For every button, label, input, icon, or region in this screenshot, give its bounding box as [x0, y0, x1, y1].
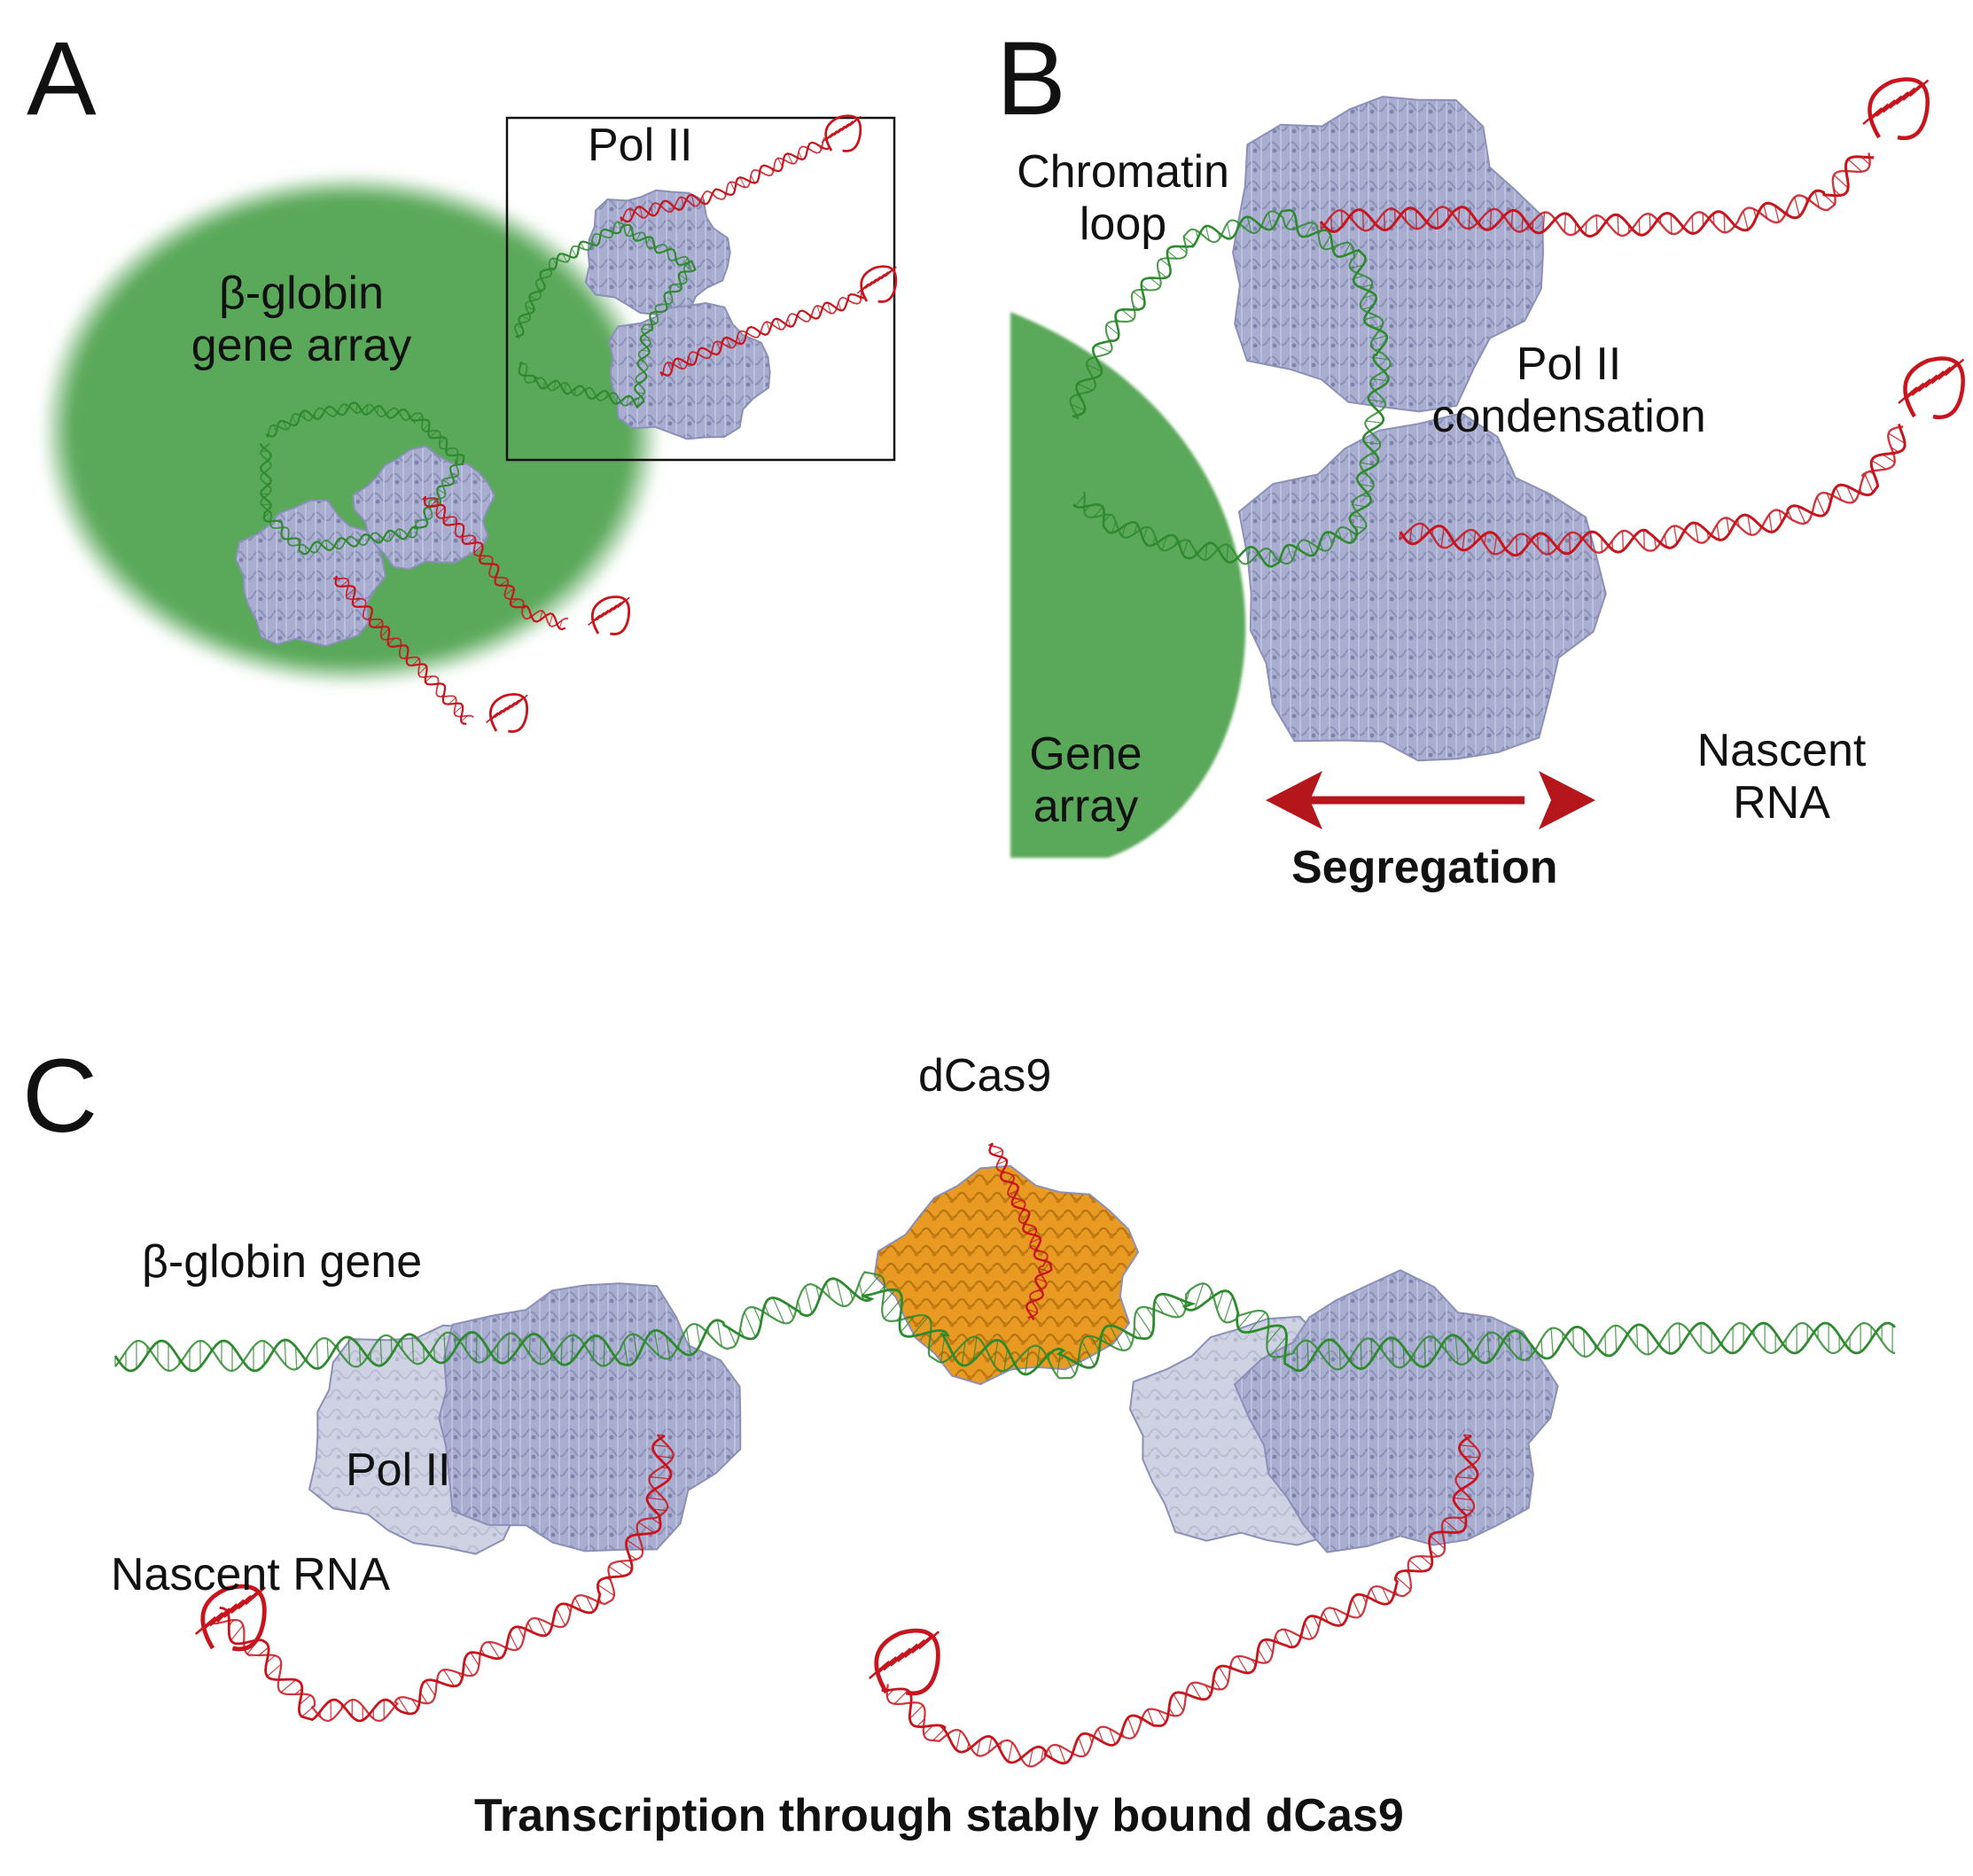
chromatin-loop-label: Chromatin loop	[1017, 146, 1229, 251]
dna-strand-a1	[513, 221, 697, 409]
gene-array-label: Gene array	[1029, 728, 1142, 833]
dna-strand-a2	[259, 401, 465, 556]
pol2-complex-a2	[608, 301, 771, 440]
dcas9-guide-rna	[988, 1142, 1053, 1320]
rna-hairpin-a1	[821, 114, 862, 152]
rna-strand-a2	[659, 291, 867, 377]
pol2-complex-b2	[1237, 412, 1607, 762]
panel-b	[1010, 77, 1965, 858]
pol2-condensation-label: Pol II condensation	[1431, 339, 1706, 443]
nascent-rna-b1	[1319, 152, 1875, 238]
segregation-label: Segregation	[1291, 842, 1558, 893]
panel-b-structures	[1069, 77, 1965, 762]
rna-hairpin-c2	[868, 1628, 940, 1696]
rna-hairpin-c1	[194, 1584, 267, 1652]
nascent-rna-b2	[1399, 424, 1907, 557]
panel-b-nascent-rna-label: Nascent RNA	[1696, 725, 1867, 829]
panel-c-pol2-label: Pol II	[346, 1444, 451, 1496]
panel-c	[113, 1142, 1897, 1768]
panel-b-letter: B	[996, 20, 1066, 137]
beta-globin-gene-dna	[113, 1271, 1897, 1380]
rna-hairpin-a4	[588, 595, 631, 635]
panel-a-letter: A	[27, 20, 97, 137]
nascent-rna-c2	[881, 1434, 1481, 1768]
panel-c-nascent-rna-label: Nascent RNA	[111, 1549, 390, 1600]
panel-a	[41, 114, 898, 733]
chromatin-loop-dna	[1069, 208, 1392, 568]
rna-hairpin-b1	[1862, 77, 1930, 141]
rna-strand-a1	[620, 136, 830, 223]
segregation-arrow	[1266, 771, 1595, 829]
dcas9-label: dCas9	[918, 1050, 1052, 1101]
rna-hairpin-a3	[486, 693, 529, 733]
rna-hairpin-b2	[1898, 356, 1965, 420]
figure-caption: Transcription through stably bound dCas9	[474, 1790, 1404, 1841]
rna-strand-a4	[422, 495, 569, 631]
rna-strand-a3	[332, 575, 474, 725]
panel-c-structures	[113, 1142, 1897, 1768]
panel-a-structures	[235, 114, 898, 733]
panel-c-letter: C	[22, 1038, 98, 1155]
rna-hairpin-a2	[856, 265, 898, 303]
beta-globin-gene-label: β-globin gene	[142, 1236, 423, 1288]
pol2-complex-a3	[235, 499, 386, 648]
pol2-complex-c2	[1233, 1269, 1559, 1553]
beta-globin-gene-array-label: β-globin gene array	[191, 268, 412, 372]
pol2-complex-b1	[1231, 96, 1545, 413]
panel-a-pol2-label: Pol II	[588, 120, 693, 171]
gene-array-domain-b	[1010, 312, 1246, 858]
